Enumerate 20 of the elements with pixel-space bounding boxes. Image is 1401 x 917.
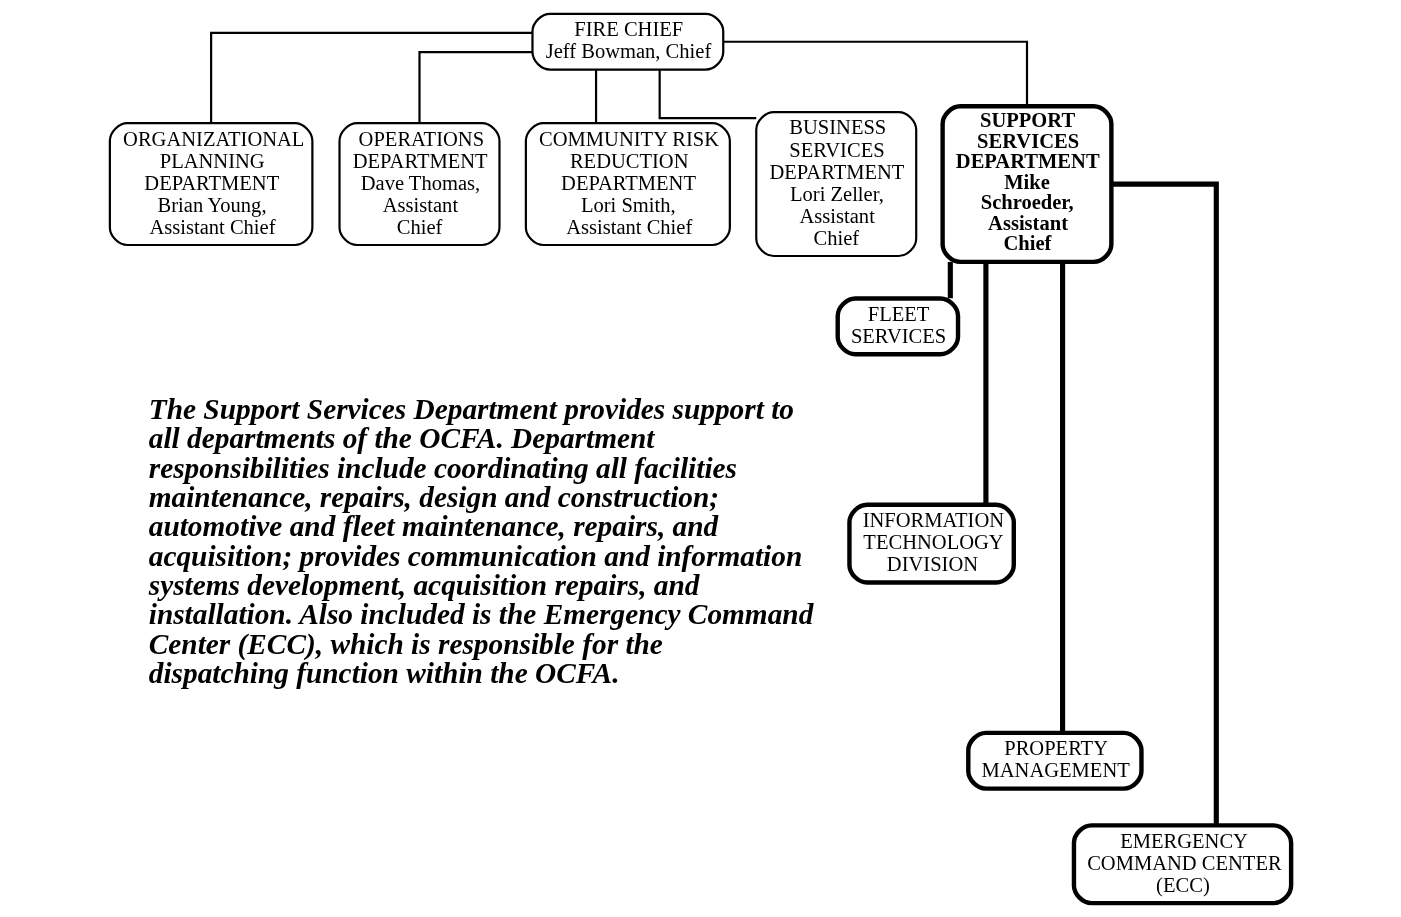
node-box: INFORMATION TECHNOLOGY DIVISION [847,502,1016,585]
node-box: EMERGENCY COMMAND CENTER (ECC) [1071,823,1294,906]
node-box: COMMUNITY RISK REDUCTION DEPARTMENT Lori Smith, Assistant Chief [524,122,731,247]
connector [1060,261,1066,733]
node-box: BUSINESS SERVICES DEPARTMENT Lori Zeller, Assistant Chief [755,111,918,258]
connector [210,31,533,124]
connector [418,50,533,124]
connector [658,69,757,120]
node-box: FLEET SERVICES [835,296,961,357]
node-box: PROPERTY MANAGEMENT [966,730,1144,791]
node-box: SUPPORT SERVICES DEPARTMENT Mike Schroeder, Assistant Chief [940,104,1114,265]
connector [983,262,989,505]
connector [594,69,598,124]
connector [1111,181,1219,826]
label: The Support Services Department provides support to all departments of the OCFA. Department responsibilities include coordinating all facilities maintenance, repairs, design and construction; automotive and fleet maintenance, repairs, and acquisition; provides communication and information systems development, acquisition repairs, and installation. Also included is the Emergency Command Center (ECC), which is responsible for the dispatching function within the OCFA. [148,392,814,690]
node-box: FIRE CHIEF Jeff Bowman, Chief [531,12,725,71]
connector [723,40,1029,107]
connector [947,261,953,299]
node-box: OPERATIONS DEPARTMENT Dave Thomas, Assistant Chief [338,122,501,247]
node-box: ORGANIZATIONAL PLANNING DEPARTMENT Brian Young, Assistant Chief [108,122,314,247]
